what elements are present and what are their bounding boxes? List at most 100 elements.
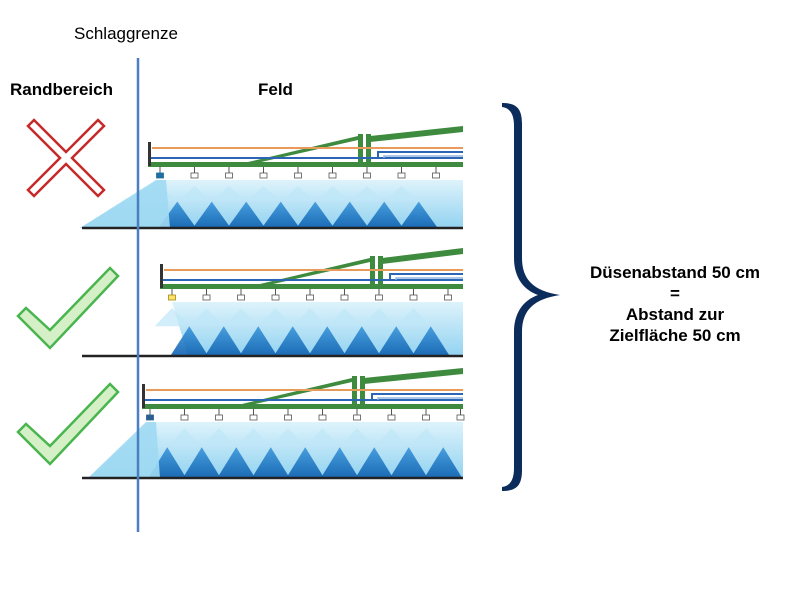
boom-upper-arm: [364, 368, 463, 384]
nozzle: [180, 414, 189, 421]
spray-highlight: [327, 308, 362, 327]
boom-bar: [160, 284, 463, 289]
spray-highlight: [246, 186, 281, 202]
nozzle: [306, 294, 314, 301]
spray-overlap: [399, 201, 438, 228]
nozzle: [444, 294, 452, 301]
spray-overlap: [286, 447, 325, 478]
blue-pipe: [383, 155, 463, 158]
nozzle: [397, 172, 406, 179]
boom-end-post: [160, 264, 163, 288]
spray-overlap: [192, 201, 231, 228]
sprayer-row: [80, 126, 463, 230]
spray-highlight: [349, 186, 385, 202]
spray-highlight: [305, 428, 340, 448]
spray-overlap: [273, 326, 312, 356]
boom-strut: [248, 136, 358, 165]
boundary-label: Schlaggrenze: [74, 24, 178, 43]
spray-overlap: [320, 447, 359, 478]
note-line-4: Zielfläche 50 cm: [609, 326, 741, 345]
nozzle: [422, 414, 430, 421]
boom-strut: [242, 378, 352, 407]
spray-overlap: [251, 447, 290, 478]
nozzle: [271, 294, 280, 301]
spray-overlap: [204, 326, 243, 356]
curly-brace: [502, 103, 560, 491]
cross-icon: [26, 118, 106, 198]
nozzle: [432, 172, 440, 179]
boom-bar: [148, 162, 463, 167]
nozzle: [249, 414, 258, 421]
spray-highlight: [167, 428, 202, 448]
edge-spray-fan: [88, 422, 160, 478]
spray-highlight: [223, 308, 259, 327]
nozzle: [353, 414, 361, 421]
spray-highlight: [280, 186, 316, 202]
spray-overlap: [424, 447, 463, 478]
edge-area-label: Randbereich: [10, 80, 113, 99]
spray-overlap: [330, 201, 369, 228]
spray-highlight: [258, 308, 293, 327]
boom-end-post: [142, 384, 145, 408]
nozzle: [237, 294, 245, 301]
spray-highlight: [201, 428, 237, 448]
nozzle: [225, 172, 233, 179]
spray-highlight: [361, 308, 397, 327]
spray-overlap: [261, 201, 300, 228]
nozzle: [284, 414, 292, 421]
spray-overlap: [411, 326, 450, 356]
spray-highlight: [396, 308, 431, 327]
blue-pipe: [395, 277, 463, 280]
spray-highlight: [189, 308, 224, 327]
nozzle: [294, 172, 302, 179]
check-icon: [16, 266, 120, 350]
sprayer-row: [82, 368, 465, 480]
spray-highlight: [408, 428, 444, 448]
sprayer-row: [82, 248, 463, 358]
nozzle: [168, 294, 176, 301]
spray-overlap: [296, 201, 335, 228]
edge-spray-fan: [80, 180, 170, 228]
nozzle: [409, 294, 418, 301]
spray-highlight: [177, 186, 212, 202]
nozzle: [340, 294, 349, 301]
boom-upper-arm: [370, 126, 463, 142]
boom-strut: [260, 258, 370, 287]
spray-overlap: [227, 201, 266, 228]
nozzle-spacing-note: Düsenabstand 50 cm = Abstand zur Zielflä…: [560, 262, 790, 346]
spray-overlap: [377, 326, 416, 356]
nozzle: [156, 172, 164, 179]
spray-highlight: [292, 308, 328, 327]
nozzle: [363, 172, 371, 179]
spray-overlap: [308, 326, 347, 356]
spray-highlight: [236, 428, 271, 448]
blue-pipe: [377, 151, 463, 158]
note-line-3: Abstand zur: [625, 305, 725, 324]
blue-pipe: [389, 273, 463, 280]
boom-bar: [142, 404, 463, 409]
nozzle: [190, 172, 199, 179]
nozzle: [146, 414, 154, 421]
nozzle: [202, 294, 211, 301]
spray-overlap: [365, 201, 404, 228]
spray-highlight: [315, 186, 350, 202]
spray-highlight: [339, 428, 375, 448]
check-icon: [16, 382, 120, 466]
nozzle: [328, 172, 337, 179]
nozzle: [318, 414, 327, 421]
spray-overlap: [389, 447, 428, 478]
boom-end-post: [148, 142, 151, 166]
nozzle: [259, 172, 268, 179]
spray-overlap: [342, 326, 381, 356]
nozzle: [375, 294, 383, 301]
nozzle: [387, 414, 396, 421]
spray-highlight: [211, 186, 247, 202]
nozzle: [456, 414, 465, 421]
spray-overlap: [217, 447, 256, 478]
spray-highlight: [270, 428, 306, 448]
spray-highlight: [374, 428, 409, 448]
note-line-2: =: [670, 284, 680, 303]
spray-overlap: [355, 447, 394, 478]
spray-overlap: [170, 326, 209, 356]
